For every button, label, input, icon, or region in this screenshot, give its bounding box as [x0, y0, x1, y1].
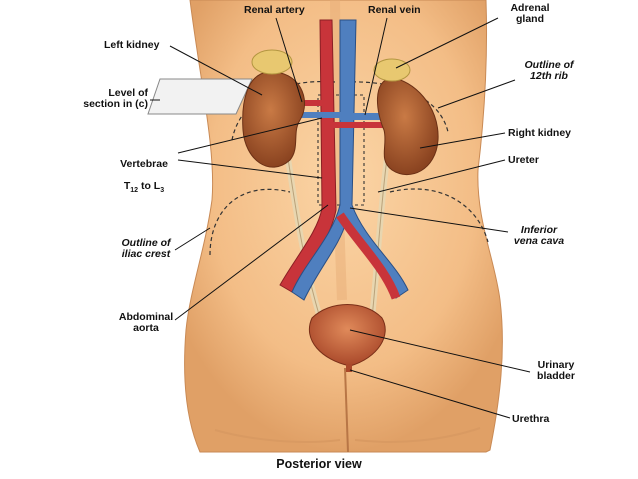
label-outline-12th-rib: Outline of 12th rib: [524, 59, 574, 82]
label-ureter: Ureter: [508, 154, 539, 166]
label-left-kidney: Left kidney: [104, 39, 160, 51]
leader-adrenal-gland: [395, 17, 499, 69]
leader-vertebrae-1: [177, 117, 323, 154]
right-ureter-edge: [371, 149, 389, 319]
right-iliac-artery: [336, 212, 401, 300]
label-abdominal-aorta: Abdominal aorta: [118, 311, 174, 334]
leader-urethra: [349, 369, 511, 419]
left-adrenal-gland: [251, 49, 293, 75]
label-inferior-vena-cava: Inferior vena cava: [513, 224, 565, 247]
label-outline-iliac-crest: Outline of iliac crest: [121, 237, 171, 260]
spine-shadow: [330, 0, 347, 301]
leader-iliac-crest: [174, 227, 211, 251]
label-urinary-bladder: Urinary bladder: [537, 359, 575, 382]
label-urethra: Urethra: [512, 413, 550, 425]
leader-inferior-vena-cava: [349, 207, 509, 233]
leader-renal-artery: [275, 17, 303, 103]
leader-right-kidney: [419, 132, 506, 149]
right-adrenal-gland: [373, 58, 411, 82]
vertebrae-t-sub: 12: [130, 187, 139, 195]
gluteal-cleft: [344, 367, 349, 453]
iliac-crest-outline-right: [389, 188, 489, 243]
left-renal-vein: [290, 112, 342, 118]
right-gluteal-fold: [354, 427, 481, 443]
caption-posterior-view: Posterior view: [276, 457, 362, 471]
leader-outline-12th-rib: [437, 79, 516, 109]
leader-lines: [150, 17, 531, 419]
label-level-of-section: Level of section in (c): [83, 87, 148, 110]
left-gluteal-fold: [214, 429, 341, 443]
leader-renal-vein: [364, 17, 388, 116]
label-vertebrae: Vertebrae T12 to L3: [108, 148, 180, 196]
vertebrae-to-l: to L: [138, 180, 161, 192]
label-renal-vein: Renal vein: [368, 4, 421, 16]
label-right-kidney: Right kidney: [508, 127, 572, 139]
urethra-organ: [346, 364, 352, 372]
label-adrenal-gland: Adrenal gland: [510, 2, 550, 25]
right-kidney: [376, 77, 439, 176]
vertebrae-word: Vertebrae: [120, 158, 168, 170]
vertebrae-l-sub: 3: [160, 187, 165, 195]
section-plane: [147, 78, 253, 115]
left-kidney: [242, 71, 305, 168]
leader-vertebrae-2: [177, 159, 323, 179]
right-renal-artery: [332, 122, 388, 128]
label-renal-artery: Renal artery: [244, 4, 305, 16]
iliac-crest-outline-left: [209, 188, 291, 256]
leader-ureter: [377, 159, 506, 193]
leader-abdominal-aorta: [174, 204, 329, 321]
leader-urinary-bladder: [349, 329, 531, 373]
right-renal-vein: [340, 113, 390, 120]
vertebrae-t: T: [123, 180, 131, 192]
urinary-bladder-organ: [308, 304, 386, 367]
left-renal-artery: [292, 100, 326, 106]
leader-left-kidney: [169, 45, 263, 96]
